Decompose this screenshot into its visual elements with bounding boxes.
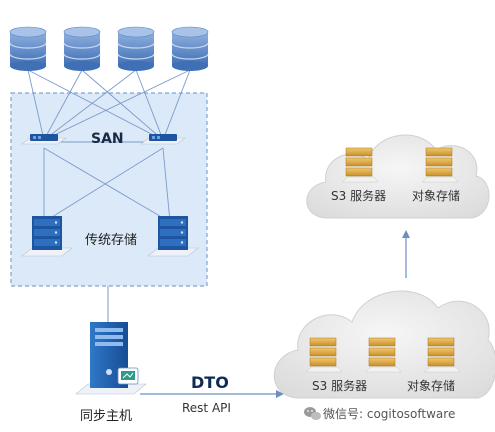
storage-server-left-icon (21, 216, 73, 257)
cloud-to-cloud-arrow (402, 230, 410, 278)
san-zone (10, 92, 208, 287)
cloud-bottom-object-storage-label: 对象存储 (407, 379, 456, 393)
san-switch-right-icon (140, 134, 186, 145)
object-storage-icon (421, 147, 459, 183)
watermark-label: 微信号: cogitosoftware (323, 407, 456, 421)
s3-server-icon (341, 147, 379, 183)
switch-to-storage-links (43, 141, 171, 223)
disk-array (9, 26, 209, 71)
cloud-top-s3-server-label: S3 服务器 (331, 189, 387, 203)
storage-server-right-icon (147, 216, 199, 257)
disk-icon (63, 26, 101, 71)
rest-api-label: Rest API (182, 401, 231, 415)
san-label: SAN (91, 131, 124, 147)
wechat-icon (304, 407, 321, 420)
cloud-bottom-s3-server-label: S3 服务器 (312, 379, 368, 393)
s3-server-icon (305, 337, 343, 373)
disk-icon (117, 26, 155, 71)
disk-icon (171, 26, 209, 71)
sync-host-icon (75, 322, 147, 395)
host-to-cloud-arrow (140, 390, 284, 398)
traditional-storage-label: 传统存储 (85, 233, 138, 248)
cloud-top-object-storage-label: 对象存储 (412, 189, 461, 203)
san-switch-left-icon (21, 134, 67, 145)
s3-server-icon (364, 337, 402, 373)
monitor-badge-icon (117, 367, 139, 385)
sync-host-label: 同步主机 (80, 409, 133, 424)
cloud-top (306, 134, 490, 219)
dto-label: DTO (191, 373, 229, 392)
disk-icon (9, 26, 47, 71)
disk-to-switch-links (27, 69, 191, 141)
object-storage-icon (423, 337, 461, 373)
